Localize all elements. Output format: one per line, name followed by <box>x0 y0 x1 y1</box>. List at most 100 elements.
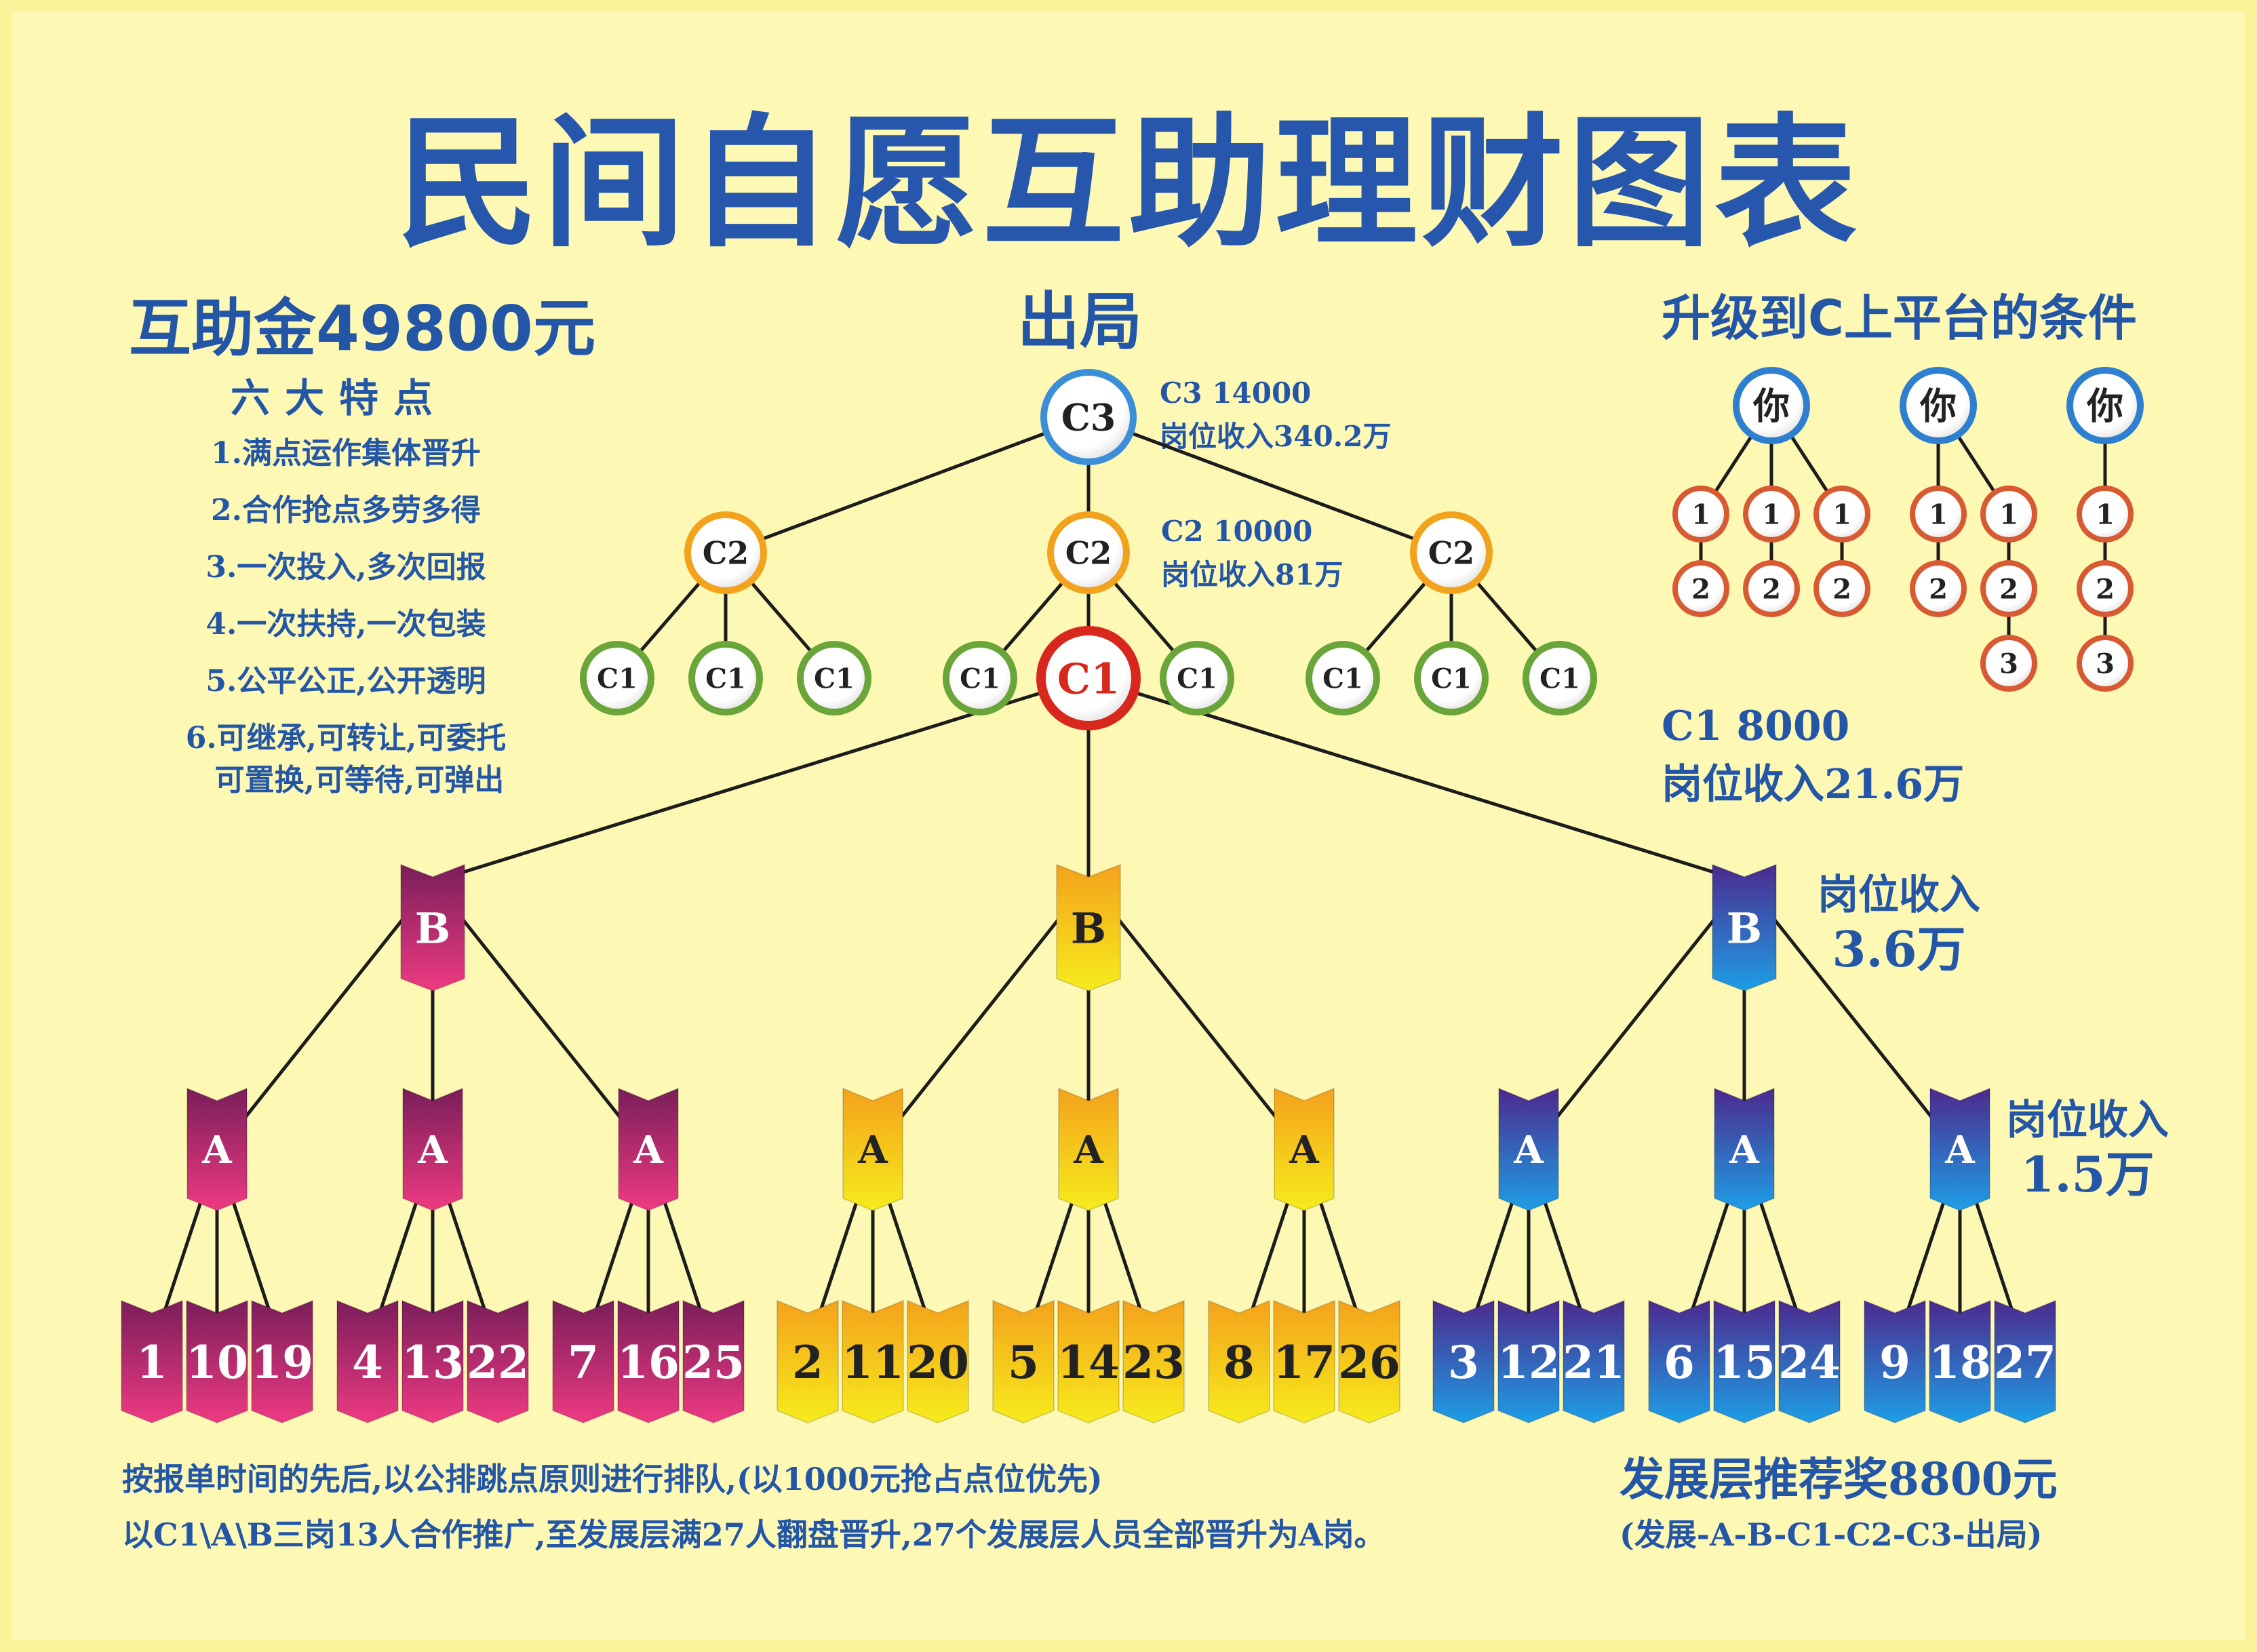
member-node: 10 <box>186 1299 248 1424</box>
level-1-node-label: 1 <box>1832 498 1851 530</box>
member-node-label: 21 <box>1563 1336 1625 1389</box>
upgrade-heading: 升级到C上平台的条件 <box>1662 290 2137 347</box>
level-3-node: 3 <box>1980 635 2037 692</box>
c1-node-label: C1 <box>1322 663 1363 694</box>
page-title: 民间自愿互助理财图表 <box>395 100 1861 267</box>
member-node: 18 <box>1929 1299 1991 1424</box>
c1-node-label: C1 <box>1431 663 1472 694</box>
member-node: 21 <box>1563 1299 1625 1424</box>
c3-node-label: C3 <box>1061 395 1116 439</box>
member-node: 6 <box>1648 1299 1710 1424</box>
level-2-node: 2 <box>1910 560 1967 617</box>
exit-heading: 出局 <box>1017 286 1143 358</box>
footer-line-1: 按报单时间的先后,以公排跳点原则进行排队,(以1000元抢占点位优先) <box>122 1461 1103 1497</box>
member-node-label: 5 <box>1008 1336 1039 1389</box>
c1-node: C1 <box>688 641 763 715</box>
member-node-label: 26 <box>1338 1336 1400 1389</box>
level-2-node: 2 <box>2077 560 2134 617</box>
member-node: 3 <box>1432 1299 1495 1424</box>
a-node-label: A <box>1944 1128 1976 1173</box>
a-income-value: 1.5万 <box>2020 1145 2155 1203</box>
c1-node-label: C1 <box>1539 663 1580 694</box>
member-node: 7 <box>552 1299 614 1424</box>
member-node-label: 23 <box>1122 1336 1185 1389</box>
a-node-label: A <box>633 1128 664 1173</box>
level-2-node: 2 <box>1813 560 1870 617</box>
member-node-label: 19 <box>251 1336 313 1389</box>
a-node-label: A <box>857 1128 888 1173</box>
a-node-label: A <box>1289 1128 1320 1173</box>
a-node: A <box>187 1087 248 1212</box>
member-node: 9 <box>1864 1299 1926 1424</box>
level-1-node: 1 <box>1910 486 1967 543</box>
member-node-label: 22 <box>467 1336 529 1389</box>
b-income-note: 岗位收入 3.6万 <box>1818 868 1980 977</box>
b-node-label: B <box>1071 903 1106 953</box>
you-node-label: 你 <box>1752 384 1790 427</box>
c3-node: C3 <box>1040 369 1137 465</box>
a-income-note: 岗位收入 1.5万 <box>2006 1093 2169 1202</box>
c2-income: 岗位收入81万 <box>1161 558 1343 591</box>
feature-item: 5.公平公正,公开透明 <box>205 664 486 699</box>
bonus-text: 发展层推荐奖8800元 <box>1620 1453 2058 1506</box>
member-node: 8 <box>1208 1299 1270 1424</box>
a-node: A <box>1498 1087 1559 1212</box>
c1-node: C1 <box>580 641 654 715</box>
level-1-node-label: 1 <box>1762 498 1781 530</box>
c1-focus-node: C1 <box>1036 626 1141 730</box>
you-node-label: 你 <box>2086 384 2123 427</box>
level-1-node-label: 1 <box>2096 498 2115 530</box>
c1-node: C1 <box>1306 641 1380 715</box>
features-subtitle: 六大特点 <box>231 375 448 421</box>
member-node: 2 <box>777 1299 839 1424</box>
member-node-label: 18 <box>1929 1336 1991 1389</box>
feature-item: 4.一次扶持,一次包装 <box>205 607 486 642</box>
member-node: 20 <box>907 1299 969 1424</box>
b-node-label: B <box>1727 903 1762 953</box>
c1-node: C1 <box>797 641 871 715</box>
member-node: 15 <box>1713 1299 1775 1424</box>
member-node: 11 <box>842 1299 904 1424</box>
member-node-label: 27 <box>1994 1336 2056 1389</box>
c1-income: 岗位收入21.6万 <box>1662 761 1965 808</box>
member-node-label: 24 <box>1778 1336 1841 1389</box>
member-node-label: 17 <box>1273 1336 1335 1389</box>
member-node: 13 <box>401 1299 464 1424</box>
feature-item: 6.可继承,可转让,可委托 <box>185 721 507 755</box>
member-node-label: 3 <box>1448 1336 1479 1389</box>
a-node-label: A <box>1073 1128 1104 1173</box>
bonus-path: (发展-A-B-C1-C2-C3-出局) <box>1620 1516 2043 1553</box>
level-1-node: 1 <box>1672 486 1729 543</box>
member-node: 27 <box>1994 1299 2056 1424</box>
member-node-label: 1 <box>136 1336 168 1389</box>
you-node-label: 你 <box>1919 384 1957 427</box>
c1-price: C1 8000 <box>1662 703 1850 750</box>
a-node: A <box>1714 1087 1775 1212</box>
level-1-node-label: 1 <box>1929 498 1948 530</box>
member-node: 23 <box>1122 1299 1185 1424</box>
a-node: A <box>618 1087 679 1212</box>
member-node: 24 <box>1778 1299 1841 1424</box>
c3-income: 岗位收入340.2万 <box>1160 420 1392 453</box>
member-node-label: 16 <box>617 1336 680 1389</box>
member-node-label: 4 <box>352 1336 383 1389</box>
member-node: 1 <box>121 1299 183 1424</box>
level-1-node: 1 <box>1980 486 2037 543</box>
level-1-node-label: 1 <box>1691 498 1710 530</box>
member-node: 5 <box>992 1299 1055 1424</box>
c1-node-label: C1 <box>960 663 1000 694</box>
c1-focus-node-label: C1 <box>1057 654 1120 703</box>
you-node: 你 <box>2066 367 2144 444</box>
member-node: 25 <box>682 1299 745 1424</box>
a-income-label: 岗位收入 <box>2006 1097 2169 1144</box>
c1-node-label: C1 <box>597 663 637 694</box>
b-node: B <box>1056 863 1121 992</box>
c1-node-label: C1 <box>705 663 746 694</box>
b-income-label: 岗位收入 <box>1818 871 1980 919</box>
level-2-node-label: 2 <box>2096 573 2115 605</box>
footer-rules: 按报单时间的先后,以公排跳点原则进行排队,(以1000元抢占点位优先) 以C1\… <box>122 1451 1386 1562</box>
fund-heading: 互助金49800元 <box>129 292 596 365</box>
a-node: A <box>402 1087 463 1212</box>
a-node-label: A <box>1729 1128 1760 1173</box>
